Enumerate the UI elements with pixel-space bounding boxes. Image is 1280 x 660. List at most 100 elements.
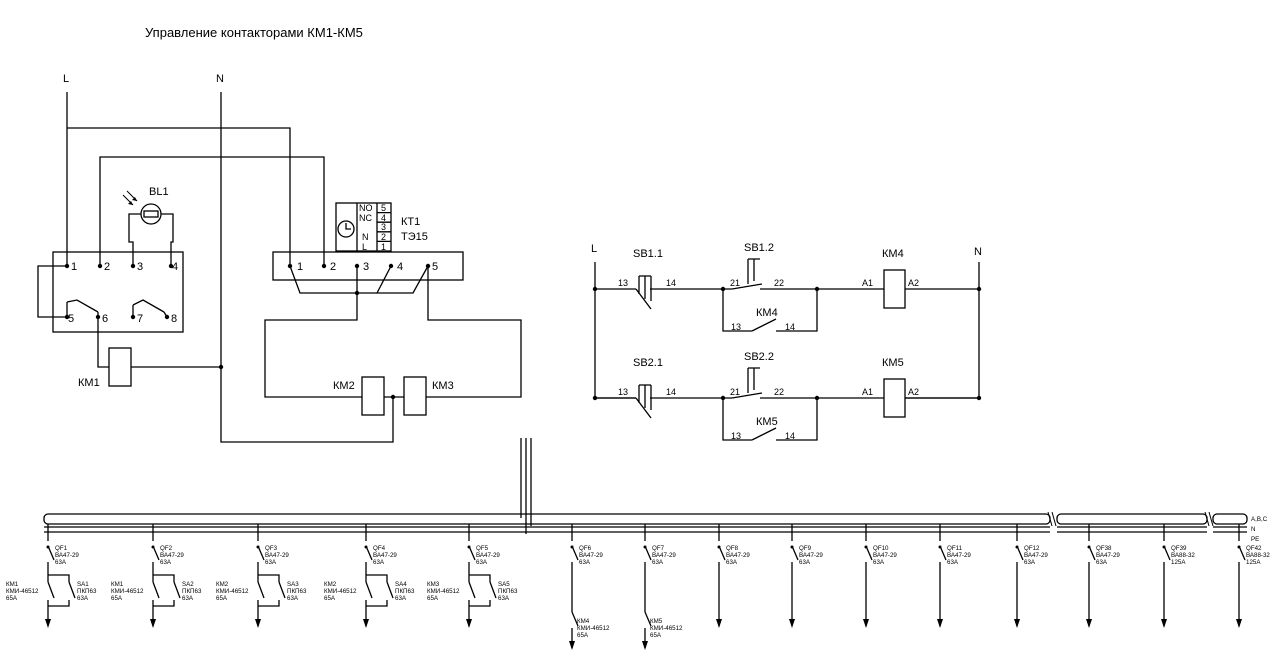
busbar-n-pe — [44, 526, 1247, 533]
terminal-label: 22 — [774, 387, 784, 397]
breaker-rating: 63A — [579, 559, 591, 566]
arrow-down-icon — [363, 619, 369, 628]
breaker-rating: 63A — [1024, 559, 1036, 566]
arrow-down-icon — [642, 641, 648, 650]
timer-panel: NO 5 NC 4 3 N 2 L 1 — [335, 202, 392, 252]
timer-panel-num: 1 — [381, 242, 386, 252]
timer-terminal: 5 — [432, 261, 438, 273]
timer-panel-label: NO — [359, 203, 373, 213]
coil — [883, 269, 906, 309]
contactor-model: КМИ-46512 — [6, 588, 39, 595]
breaker-rating: 63A — [726, 559, 738, 566]
pushbutton-label: SB2.2 — [744, 351, 774, 363]
bus-l-label: L — [63, 73, 69, 85]
arrow-down-icon — [937, 619, 943, 628]
bus-n-wire — [220, 92, 394, 443]
coil-km3-lead — [426, 266, 522, 398]
breaker-rating: 63A — [873, 559, 885, 566]
breaker-rating: 63A — [55, 559, 67, 566]
contactor-label: КМ1 — [111, 581, 124, 588]
bypass-switch-icon — [258, 574, 286, 607]
timer-terminal: 3 — [363, 261, 369, 273]
timer-name: КТ1 — [401, 216, 420, 228]
bus-n-label: N — [974, 246, 982, 258]
arrow-down-icon — [45, 619, 51, 628]
sensor-leads — [128, 213, 174, 266]
contactor-icon — [257, 572, 265, 626]
breaker-rating: 63A — [799, 559, 811, 566]
breaker-label: QF39 — [1171, 545, 1187, 552]
breaker-label: QF11 — [947, 545, 963, 552]
contactor-model: КМИ-46512 — [650, 625, 683, 632]
bus-l-wire — [594, 262, 636, 399]
switch-label: SA2 — [182, 581, 194, 588]
coil — [883, 378, 906, 418]
breaker-label: QF4 — [373, 545, 386, 552]
bypass-switch-icon — [469, 574, 497, 607]
coil-km1-lead — [97, 317, 109, 368]
arrow-down-icon — [863, 619, 869, 628]
terminal-label: 13 — [731, 322, 741, 332]
contactor-icon — [47, 572, 55, 626]
relay-jumper — [37, 265, 67, 318]
contactor-label: КМ3 — [427, 581, 440, 588]
relay-terminal: 8 — [171, 313, 177, 325]
switch-label: SA3 — [287, 581, 299, 588]
contactor-label: КМ4 — [577, 618, 590, 625]
relay-terminal: 1 — [71, 261, 77, 273]
busbar-label: PE — [1251, 536, 1259, 543]
breaker-model: ВА47-29 — [947, 552, 971, 559]
breaker-label: QF8 — [726, 545, 739, 552]
terminal-label: 14 — [785, 431, 795, 441]
holding-contact-label: КМ4 — [756, 307, 778, 319]
photo-sensor-bl1: BL1 — [122, 186, 174, 266]
left-control-scheme: L N BL1 1 2 3 4 5 6 7 8 — [37, 73, 522, 443]
contactor-model: КМИ-46512 — [427, 588, 460, 595]
breaker-model: ВА47-29 — [160, 552, 184, 559]
arrow-down-icon — [789, 619, 795, 628]
pushbutton-nc-icon — [731, 258, 763, 290]
breaker-label: QF3 — [265, 545, 278, 552]
breaker-rating: 63A — [265, 559, 277, 566]
timer-panel-num: 4 — [381, 213, 386, 223]
timer-block — [272, 251, 464, 281]
timer-panel-label: N — [362, 232, 369, 242]
relay-terminal: 5 — [68, 313, 74, 325]
busbar-segment — [1056, 513, 1208, 525]
feed-l-to-timer — [67, 127, 291, 266]
pushbutton-label: SB2.1 — [633, 357, 663, 369]
relay-terminal: 2 — [104, 261, 110, 273]
breaker-rating: 125A — [1171, 559, 1186, 566]
feed-relay2-to-timer2 — [99, 156, 325, 266]
holding-contact-icon — [722, 398, 818, 441]
timer-panel-num: 3 — [381, 222, 386, 232]
contactor-icon — [365, 572, 373, 626]
busbar-feed — [520, 438, 532, 534]
switch-model: ПКП63 — [182, 588, 202, 595]
busbar-break-marks — [1047, 511, 1214, 527]
breaker-rating: 63A — [652, 559, 664, 566]
pushbutton-nc-icon — [731, 367, 763, 399]
relay-block — [52, 251, 184, 333]
breaker-icon — [939, 524, 947, 572]
timer-panel-label: NC — [359, 213, 372, 223]
busbar-label: A,B,C — [1251, 516, 1268, 523]
breaker-icon — [1088, 524, 1096, 572]
breaker-icon — [47, 524, 55, 572]
contactor-rating: 65А — [577, 632, 589, 639]
coil-km1-label: КМ1 — [78, 377, 100, 389]
breaker-label: QF1 — [55, 545, 68, 552]
bus-l-label: L — [591, 243, 597, 255]
terminal-label: A1 — [862, 278, 873, 288]
breaker-icon — [718, 524, 726, 572]
pushbutton-label: SB1.1 — [633, 248, 663, 260]
switch-model: ПКП63 — [395, 588, 415, 595]
